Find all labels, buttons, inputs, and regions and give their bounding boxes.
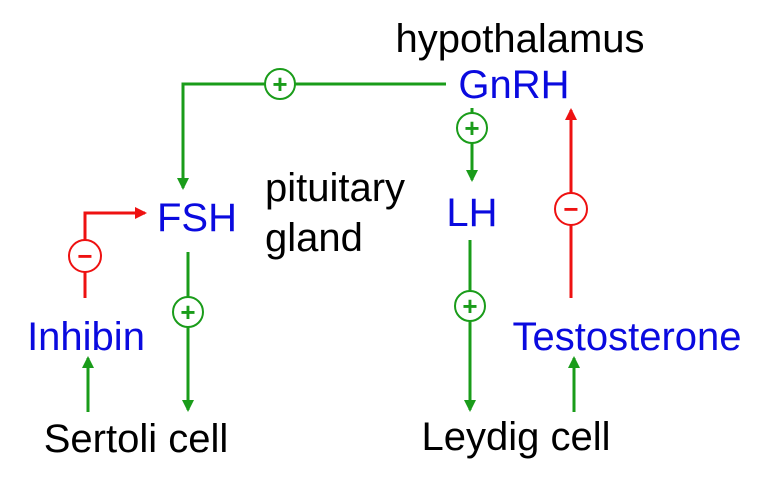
svg-text:−: −: [77, 241, 92, 271]
plus-sign-lh-leydig: +: [454, 290, 486, 322]
svg-text:−: −: [563, 194, 578, 224]
hypothalamus-label: hypothalamus: [395, 17, 644, 61]
minus-sign-inhibin: −: [68, 239, 102, 273]
svg-text:+: +: [462, 291, 477, 321]
svg-text:+: +: [464, 113, 479, 143]
plus-sign-gnrh-lh: +: [456, 112, 488, 144]
svg-text:+: +: [272, 69, 287, 99]
fsh-label: FSH: [157, 196, 237, 240]
gland-label: gland: [265, 216, 363, 260]
inhibin-label: Inhibin: [27, 315, 145, 359]
svg-text:+: +: [180, 297, 195, 327]
minus-sign-testosterone: −: [554, 192, 588, 226]
lh-label: LH: [446, 191, 497, 235]
gnrh-label: GnRH: [458, 63, 569, 107]
pituitary-label: pituitary: [265, 166, 405, 210]
testosterone-label: Testosterone: [512, 315, 741, 359]
plus-sign-fsh-sertoli: +: [172, 296, 204, 328]
sertoli-cell-label: Sertoli cell: [44, 417, 229, 461]
gnrh-to-fsh-arrow: [177, 82, 446, 190]
leydig-cell-label: Leydig cell: [421, 415, 610, 459]
plus-sign-gnrh-fsh: +: [264, 68, 296, 100]
